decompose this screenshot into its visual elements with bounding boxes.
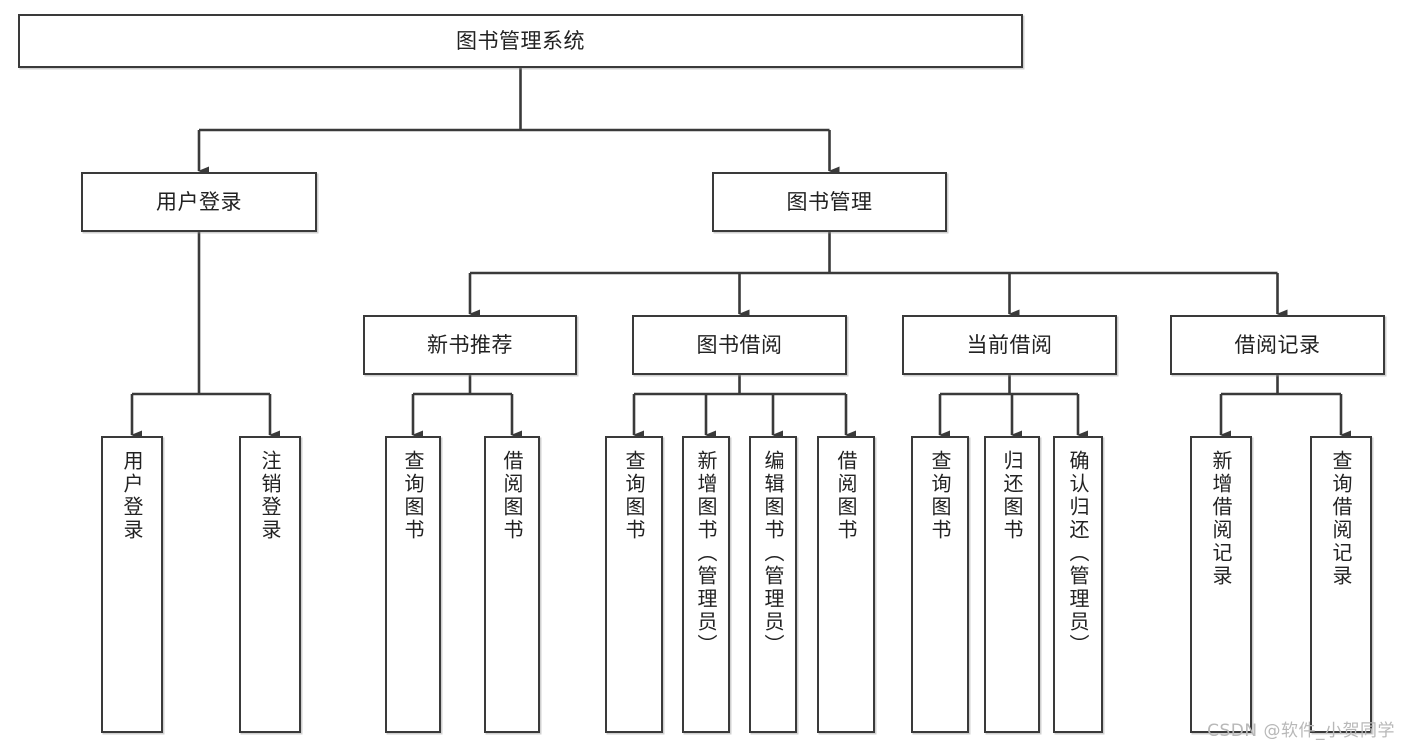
node-borrow-record[interactable]: 借阅记录 [1170, 315, 1385, 375]
leaf-borrow-query-book[interactable]: 查询图书 [605, 436, 663, 733]
node-label: 查询借阅记录 [1329, 450, 1353, 588]
node-label: 注销登录 [258, 450, 282, 542]
node-book-borrow[interactable]: 图书借阅 [632, 315, 847, 375]
node-current-borrow[interactable]: 当前借阅 [902, 315, 1117, 375]
leaf-user-logout[interactable]: 注销登录 [239, 436, 301, 733]
node-label: 新书推荐 [427, 332, 513, 357]
node-label: 确认归还（管理员） [1066, 450, 1090, 657]
node-book-manage[interactable]: 图书管理 [712, 172, 947, 232]
node-label: 归还图书 [1000, 450, 1024, 542]
node-label: 借阅图书 [834, 450, 858, 542]
leaf-recommend-borrow-book[interactable]: 借阅图书 [484, 436, 540, 733]
node-label: 图书管理 [786, 189, 873, 214]
node-label: 查询图书 [622, 450, 646, 542]
node-user-login[interactable]: 用户登录 [81, 172, 317, 232]
node-label: 当前借阅 [966, 332, 1053, 357]
node-label: 用户登录 [120, 450, 144, 542]
node-label: 图书借阅 [696, 332, 783, 357]
node-label: 借阅图书 [500, 450, 524, 542]
leaf-current-query-book[interactable]: 查询图书 [911, 436, 969, 733]
node-label: 查询图书 [928, 450, 952, 542]
node-label: 查询图书 [401, 450, 425, 542]
leaf-borrow-borrow-book[interactable]: 借阅图书 [817, 436, 875, 733]
node-label: 新增借阅记录 [1209, 450, 1233, 588]
node-label: 用户登录 [156, 189, 242, 214]
node-label: 图书管理系统 [456, 28, 585, 53]
leaf-current-return-book[interactable]: 归还图书 [984, 436, 1040, 733]
leaf-borrow-add-book[interactable]: 新增图书（管理员） [682, 436, 730, 733]
node-new-book-recommend[interactable]: 新书推荐 [363, 315, 577, 375]
node-label: 借阅记录 [1234, 332, 1321, 357]
node-label: 新增图书（管理员） [694, 450, 718, 657]
node-root[interactable]: 图书管理系统 [18, 14, 1023, 68]
leaf-current-confirm-return[interactable]: 确认归还（管理员） [1053, 436, 1103, 733]
leaf-recommend-query-book[interactable]: 查询图书 [385, 436, 441, 733]
leaf-borrow-edit-book[interactable]: 编辑图书（管理员） [749, 436, 797, 733]
watermark: CSDN @软件_小贺同学 [1207, 721, 1395, 741]
leaf-record-query[interactable]: 查询借阅记录 [1310, 436, 1372, 733]
leaf-record-add[interactable]: 新增借阅记录 [1190, 436, 1252, 733]
node-label: 编辑图书（管理员） [761, 450, 785, 657]
leaf-user-login[interactable]: 用户登录 [101, 436, 163, 733]
